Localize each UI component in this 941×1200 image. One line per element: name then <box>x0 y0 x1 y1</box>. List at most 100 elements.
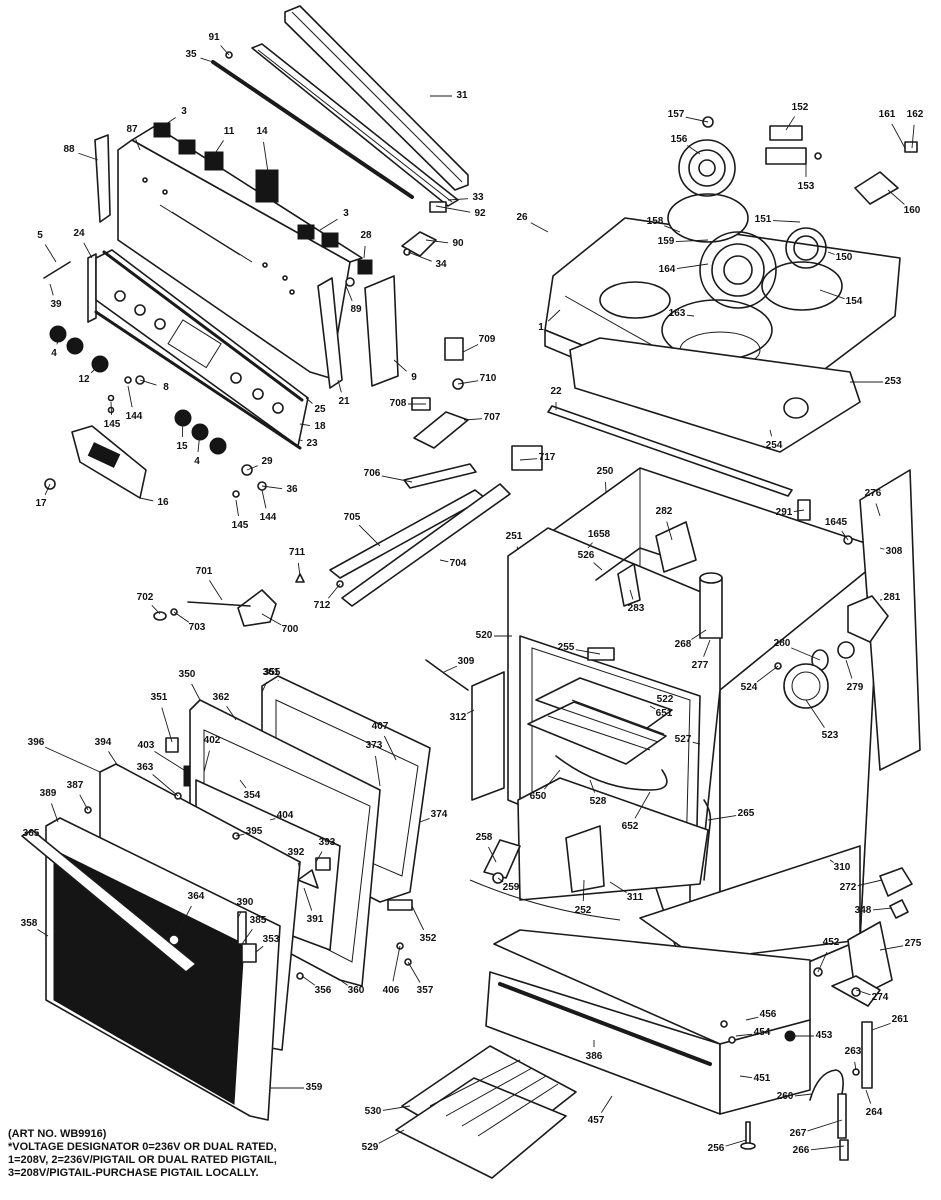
leader-line-651 <box>649 705 656 710</box>
leader-line-159 <box>675 239 709 242</box>
leveler-256 <box>740 1121 756 1150</box>
part-label-21: 21 <box>338 396 350 407</box>
liner-253 <box>569 337 861 453</box>
part-label-157: 157 <box>667 109 685 120</box>
leader-line-144 <box>127 385 133 408</box>
leader-line-355 <box>277 679 279 681</box>
part-label-528: 528 <box>589 796 607 807</box>
part-label-156: 156 <box>670 134 688 145</box>
timer-16 <box>71 425 147 499</box>
leader-line-361 <box>261 681 268 693</box>
part-label-25: 25 <box>314 404 326 415</box>
leader-line-1 <box>547 309 561 322</box>
part-label-308: 308 <box>885 546 903 557</box>
leader-line-276 <box>875 503 881 517</box>
part-label-402: 402 <box>203 735 221 746</box>
part-label-351: 351 <box>150 692 168 703</box>
leader-line-5 <box>44 244 57 263</box>
part-label-395: 395 <box>245 826 263 837</box>
leader-line-530 <box>382 1105 411 1111</box>
part-label-390: 390 <box>236 897 254 908</box>
leader-line-456 <box>745 1016 759 1021</box>
part-label-703: 703 <box>188 622 206 633</box>
surface-units <box>678 139 827 309</box>
part-label-4: 4 <box>194 456 200 467</box>
leader-line-702 <box>151 604 161 615</box>
part-label-707: 707 <box>483 412 501 423</box>
leader-line-8 <box>139 379 157 386</box>
footnote-block: (ART NO. WB9916) *VOLTAGE DESIGNATOR 0=2… <box>8 1128 277 1180</box>
part-label-161: 161 <box>878 109 896 120</box>
leader-line-457 <box>601 1095 613 1113</box>
part-label-522: 522 <box>656 694 674 705</box>
part-label-144: 144 <box>259 512 277 523</box>
leader-line-252 <box>582 879 585 902</box>
part-label-145: 145 <box>231 520 249 531</box>
part-label-88: 88 <box>63 144 75 155</box>
leader-line-163 <box>686 314 695 317</box>
part-label-159: 159 <box>657 236 675 247</box>
leader-line-348 <box>872 907 893 911</box>
leader-line-452 <box>817 951 828 973</box>
part-label-352: 352 <box>419 933 437 944</box>
leader-line-523 <box>805 699 825 728</box>
leader-line-395 <box>235 833 245 837</box>
part-label-1: 1 <box>538 322 544 333</box>
part-label-154: 154 <box>845 296 863 307</box>
leader-line-351 <box>161 707 173 743</box>
part-label-259: 259 <box>502 882 520 893</box>
leader-line-308 <box>879 547 885 550</box>
art-number: (ART NO. WB9916) <box>8 1128 107 1140</box>
leader-line-152 <box>785 116 796 131</box>
handle-365 <box>21 829 197 973</box>
leader-line-394 <box>108 751 119 767</box>
leader-line-310 <box>829 859 834 863</box>
leader-line-268 <box>691 629 707 640</box>
leader-line-357 <box>407 961 421 983</box>
leader-line-251 <box>516 546 519 551</box>
leader-line-392 <box>297 862 301 871</box>
leader-line-352 <box>411 905 425 931</box>
leader-line-391 <box>303 887 313 911</box>
part-label-358: 358 <box>20 918 38 929</box>
part-label-91: 91 <box>208 32 220 43</box>
part-label-8: 8 <box>163 382 169 393</box>
part-label-457: 457 <box>587 1115 605 1126</box>
leader-line-154 <box>819 289 845 300</box>
voltage-note-line-3: 3=208V/PIGTAIL-PURCHASE PIGTAIL LOCALLY. <box>8 1167 259 1179</box>
part-label-386: 386 <box>585 1051 603 1062</box>
leader-line-389 <box>50 803 59 823</box>
leader-line-385 <box>241 928 253 945</box>
leader-line-701 <box>209 580 223 601</box>
part-label-652: 652 <box>621 821 639 832</box>
leader-line-717 <box>519 458 538 461</box>
leader-line-526 <box>593 562 603 571</box>
part-label-1658: 1658 <box>587 529 611 540</box>
part-label-529: 529 <box>361 1142 379 1153</box>
leader-line-282 <box>666 521 673 541</box>
part-label-406: 406 <box>382 985 400 996</box>
part-label-282: 282 <box>655 506 673 517</box>
leader-line-36 <box>261 485 283 490</box>
leader-line-350 <box>191 683 201 701</box>
leader-line-527 <box>692 741 701 745</box>
part-label-651: 651 <box>655 708 673 719</box>
leader-line-1645 <box>841 530 849 541</box>
leader-line-255 <box>575 649 601 655</box>
part-label-29: 29 <box>261 456 273 467</box>
part-label-263: 263 <box>844 1046 862 1057</box>
part-label-164: 164 <box>658 264 676 275</box>
panel-24 <box>87 253 97 323</box>
part-label-520: 520 <box>475 630 493 641</box>
components-282-283 <box>617 521 697 607</box>
leader-line-356 <box>301 975 316 986</box>
leader-line-354 <box>239 779 247 789</box>
part-label-153: 153 <box>797 181 815 192</box>
leader-line-145 <box>110 401 113 416</box>
part-label-362: 362 <box>212 692 230 703</box>
leader-line-87 <box>135 139 141 151</box>
part-label-374: 374 <box>430 809 448 820</box>
leader-line-161 <box>891 123 906 149</box>
leader-line-707 <box>463 418 483 421</box>
